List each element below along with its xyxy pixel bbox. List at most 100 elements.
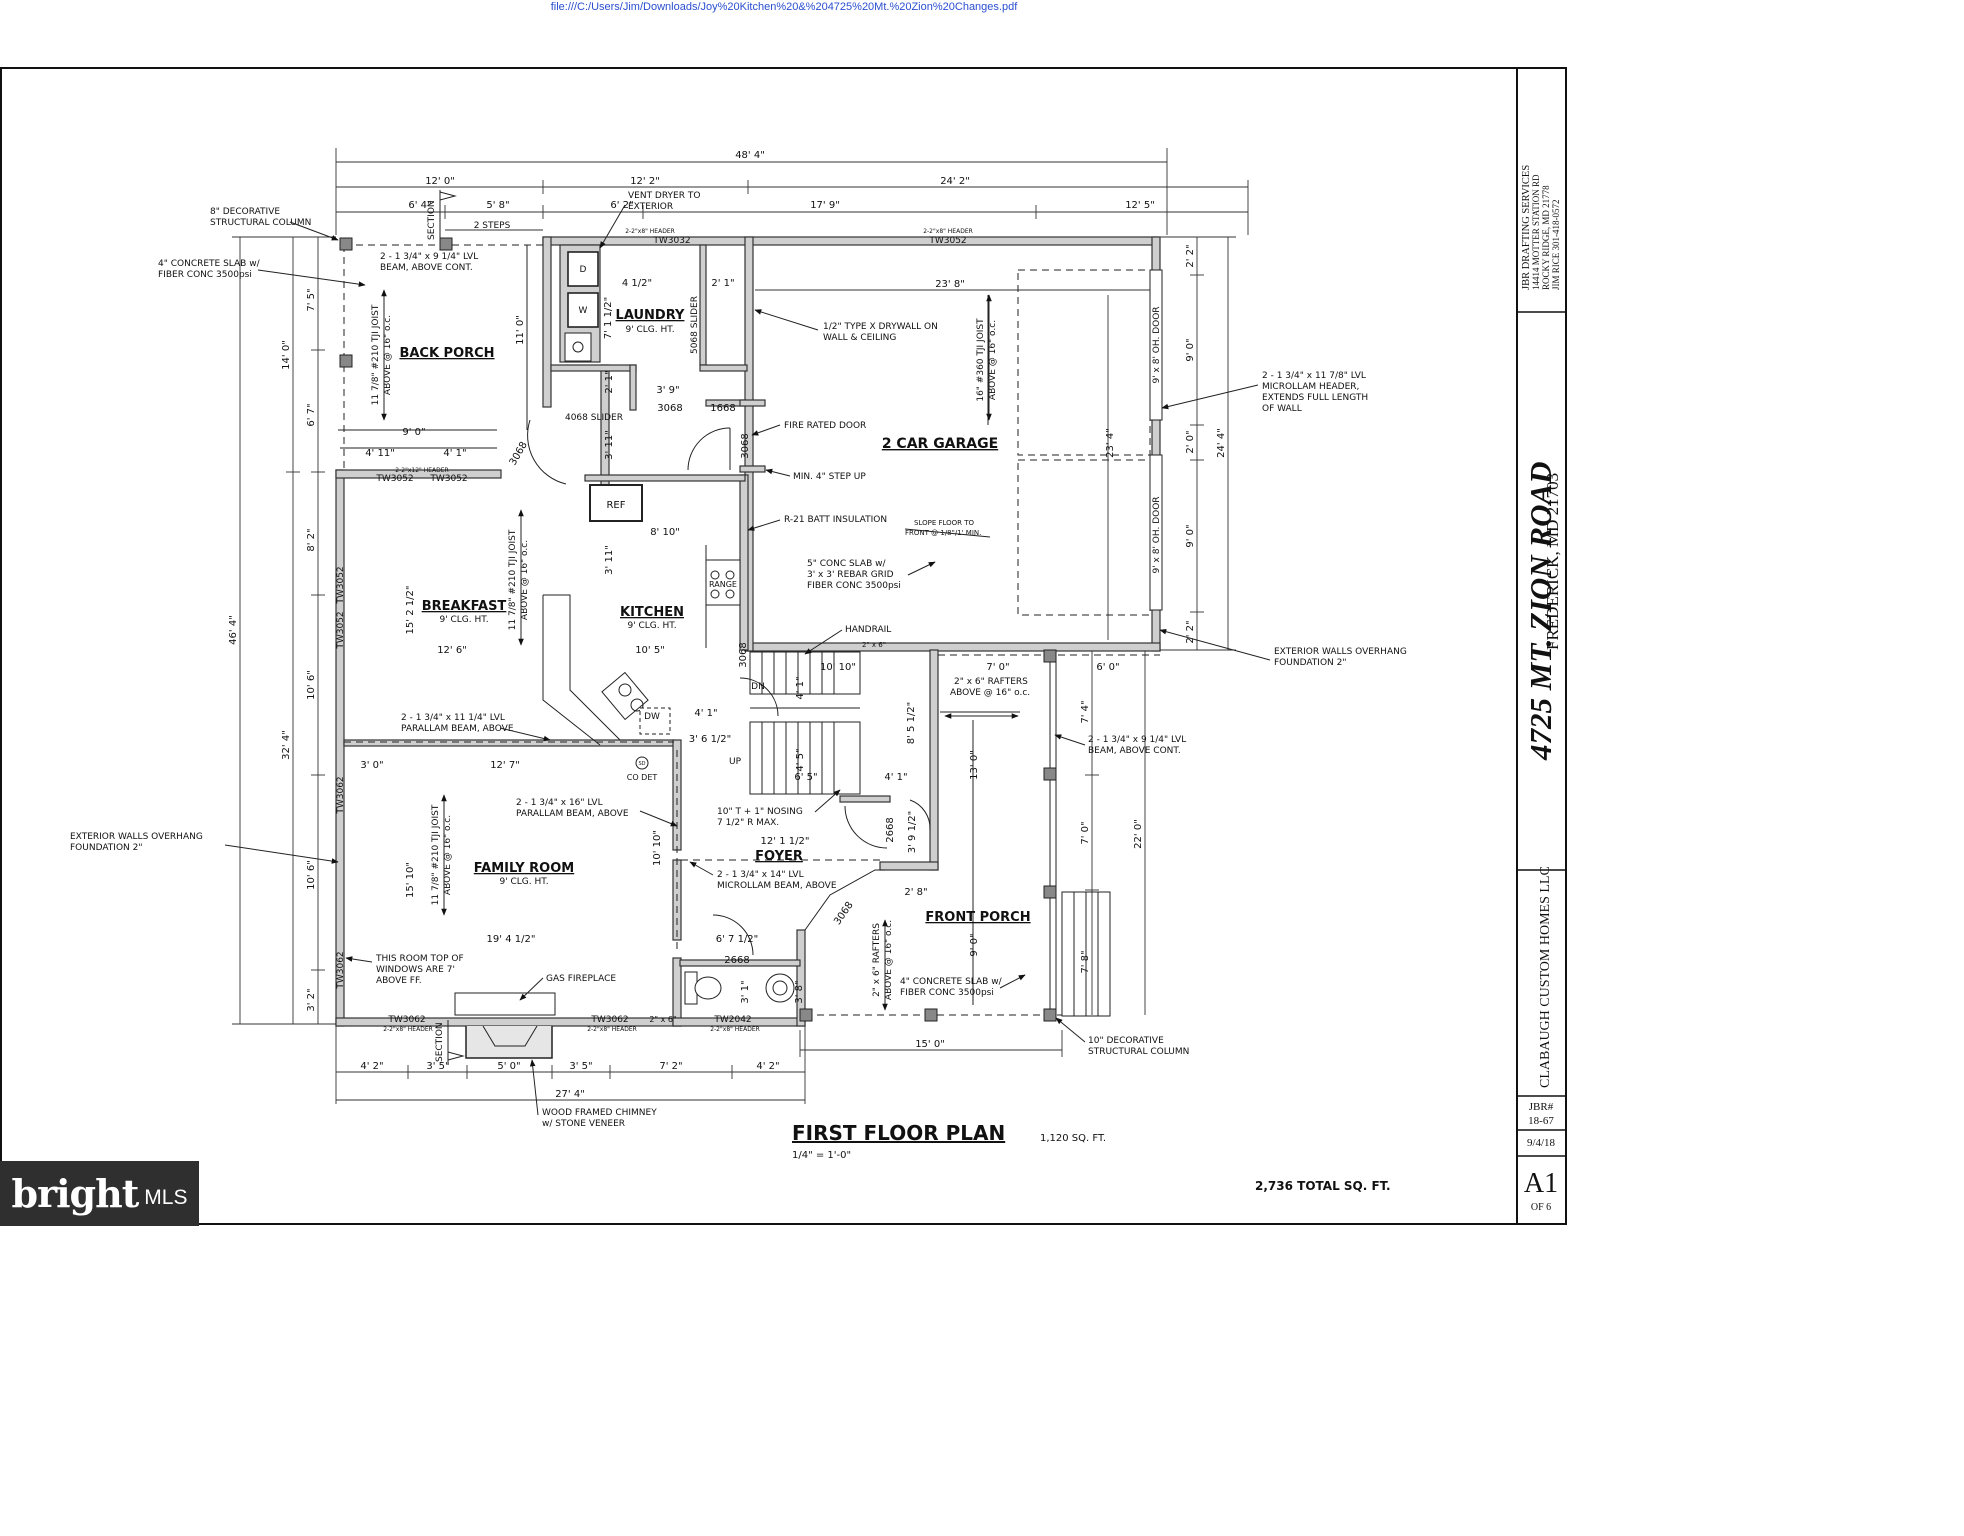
note-gas-fireplace: GAS FIREPLACE xyxy=(546,974,616,984)
note-overhang-left-1: EXTERIOR WALLS OVERHANG xyxy=(70,832,203,842)
bright-mls-watermark: bright MLS xyxy=(0,1161,199,1226)
dim-stair-8: 8' 5 1/2" xyxy=(906,702,917,745)
joist-note-garage-2: ABOVE @ 16" o.c. xyxy=(988,320,998,400)
note-nosing-1: 10" T + 1" NOSING xyxy=(717,807,803,817)
joist-note-family-1: 11 7/8" #210 TJI JOIST xyxy=(431,804,441,905)
rafter-note-porch-1: 2" x 6" RAFTERS xyxy=(872,923,882,997)
note-garage-slab-3: FIBER CONC 3500psi xyxy=(807,581,901,591)
wall-2x6-tag: 2" x 6" xyxy=(649,1015,676,1024)
dim-front-porch-3: 13' 0" xyxy=(969,750,980,780)
door-tag-1668: 1668 xyxy=(710,403,735,414)
note-porch-column-1: 10" DECORATIVE xyxy=(1088,1036,1164,1046)
room-breakfast-height: 9' CLG. HT. xyxy=(439,615,488,625)
window-tag-tw3062-a: TW3062 xyxy=(336,776,346,814)
bottom-dimensions: 4' 2" 3' 5" 5' 0" 3' 5" 7' 2" 4' 2" 27' … xyxy=(335,1024,1063,1104)
note-parallam-2: PARALLAM BEAM, ABOVE xyxy=(401,724,514,734)
note-porch-slab-1: 4" CONCRETE SLAB w/ xyxy=(900,977,1003,987)
door-tag-2668-a: 2668 xyxy=(885,817,896,842)
room-family-height: 9' CLG. HT. xyxy=(499,877,548,887)
note-decorative-column-2: STRUCTURAL COLUMN xyxy=(210,218,311,228)
dim-overall-width: 48' 4" xyxy=(735,150,765,161)
dim-stair-3: 4' 1" xyxy=(694,708,717,719)
sheet-number: A1 xyxy=(1524,1168,1558,1199)
dim-porch-width: 9' 0" xyxy=(402,427,425,438)
dim-family-width: 19' 4 1/2" xyxy=(487,934,536,945)
dim-porch-width: 15' 0" xyxy=(915,1039,945,1050)
joist-note-garage-1: 16" #360 TJI JOIST xyxy=(976,318,986,402)
dim-bottom-e: 7' 2" xyxy=(659,1061,682,1072)
dim-laundry-3: 2' 1" xyxy=(604,370,615,393)
dim-top-g: 17' 9" xyxy=(810,200,840,211)
dim-porch-b: 4' 1" xyxy=(443,448,466,459)
fixture-co-det: CO DET xyxy=(627,773,658,782)
dim-family-b: 12' 7" xyxy=(490,760,520,771)
dim-family-height: 15' 10" xyxy=(405,862,416,898)
note-vent-dryer-2: EXTERIOR xyxy=(628,202,673,212)
dim-right-c: 2' 0" xyxy=(1185,430,1196,453)
steps-label: 2 STEPS xyxy=(474,221,511,231)
dim-right-f: 24' 4" xyxy=(1216,428,1227,458)
note-parallam-1: 2 - 1 3/4" x 11 1/4" LVL xyxy=(401,713,505,723)
dim-left-c: 7' 5" xyxy=(306,288,317,311)
door-tag-5: 3068 xyxy=(832,900,856,927)
joist-note-family-2: ABOVE @ 16" o.c. xyxy=(443,815,453,895)
powder-room-fixtures xyxy=(684,971,795,1005)
note-nosing-2: 7 1/2" R MAX. xyxy=(717,818,779,828)
window-tag-tw2042: TW2042 xyxy=(713,1015,751,1025)
dim-left-h: 3' 2" xyxy=(306,988,317,1011)
dim-right-h: 7' 0" xyxy=(1080,821,1091,844)
note-vent-dryer-1: VENT DRYER TO xyxy=(628,191,700,201)
callout-notes: 8" DECORATIVE STRUCTURAL COLUMN 4" CONCR… xyxy=(70,190,1407,1129)
fixture-ref: REF xyxy=(606,500,625,511)
window-tag-tw3032: TW3032 xyxy=(652,236,690,246)
dim-bottom-b: 3' 5" xyxy=(426,1061,449,1072)
section-marker-top: SECTION xyxy=(427,200,437,240)
dim-foyer-3: 6' 7 1/2" xyxy=(716,934,759,945)
jbr-label: JBR# xyxy=(1529,1101,1554,1113)
room-kitchen: KITCHEN xyxy=(620,605,684,620)
stair-down: DN xyxy=(751,682,765,692)
dim-top-a: 12' 0" xyxy=(425,176,455,187)
door-tag-2668-b: 2668 xyxy=(724,955,749,966)
fixture-washer: W xyxy=(579,306,588,316)
dim-left-g: 10' 6" xyxy=(306,860,317,890)
window-tag-tw3062-c: TW3062 xyxy=(387,1015,425,1025)
window-tag-tw3052-d: TW3052 xyxy=(336,566,346,604)
dim-bottom-f: 4' 2" xyxy=(756,1061,779,1072)
drawing-date: 9/4/18 xyxy=(1527,1137,1556,1149)
smoke-detector-icon xyxy=(635,756,649,770)
note-microllam-1: 2 - 1 3/4" x 11 7/8" LVL xyxy=(1262,371,1366,381)
note-overhang-left-2: FOUNDATION 2" xyxy=(70,843,143,853)
floor-plan-sheet: JBR DRAFTING SERVICES 14414 MOTTER STATI… xyxy=(0,67,1567,1225)
note-drywall-2: WALL & CEILING xyxy=(823,333,896,343)
rafter-note-porch-2: ABOVE @ 16" o.c. xyxy=(884,920,894,1000)
dim-porch-a: 4' 11" xyxy=(365,448,395,459)
section-marker-bottom: SECTION xyxy=(435,1022,445,1062)
note-windows-3: ABOVE FF. xyxy=(376,976,422,986)
note-porch-column-2: STRUCTURAL COLUMN xyxy=(1088,1047,1189,1057)
plan-scale: 1/4" = 1'-0" xyxy=(792,1150,851,1161)
dim-stair-6: 6' 5" xyxy=(794,772,817,783)
dim-stair-2: 4' 1" xyxy=(795,676,806,699)
room-front-porch: FRONT PORCH xyxy=(925,910,1030,925)
dim-top-e: 5' 8" xyxy=(486,200,509,211)
room-back-porch: BACK PORCH xyxy=(399,346,494,361)
front-porch-outline xyxy=(799,649,1160,1022)
note-garage-slab-2: 3' x 3' REBAR GRID xyxy=(807,570,894,580)
note-rafters-2: ABOVE @ 16" o.c. xyxy=(950,688,1030,698)
door-tag-4: 3068 xyxy=(738,642,749,667)
note-microllam-beam-1: 2 - 1 3/4" x 14" LVL xyxy=(717,870,804,880)
dim-right-g: 7' 4" xyxy=(1080,700,1091,723)
dim-foyer-1: 2' 8" xyxy=(904,887,927,898)
window-tag-tw3052-c: TW3052 xyxy=(429,474,467,484)
door-tag-slider-5068: 5068 SLIDER xyxy=(690,296,700,354)
dim-garage-depth: 23' 4" xyxy=(1105,428,1116,458)
dim-family-a: 3' 0" xyxy=(360,760,383,771)
note-windows-1: THIS ROOM TOP OF xyxy=(375,954,464,964)
room-foyer: FOYER xyxy=(755,849,803,864)
door-tag-2: 3068 xyxy=(657,403,682,414)
dim-foyer-4: 3' 1" xyxy=(740,980,751,1003)
header-tag-6: 2-2"x8" HEADER xyxy=(710,1026,760,1033)
drafting-line-3: ROCKY RIDGE, MD 21778 xyxy=(1541,185,1551,290)
dim-front-porch-1: 7' 0" xyxy=(986,662,1009,673)
